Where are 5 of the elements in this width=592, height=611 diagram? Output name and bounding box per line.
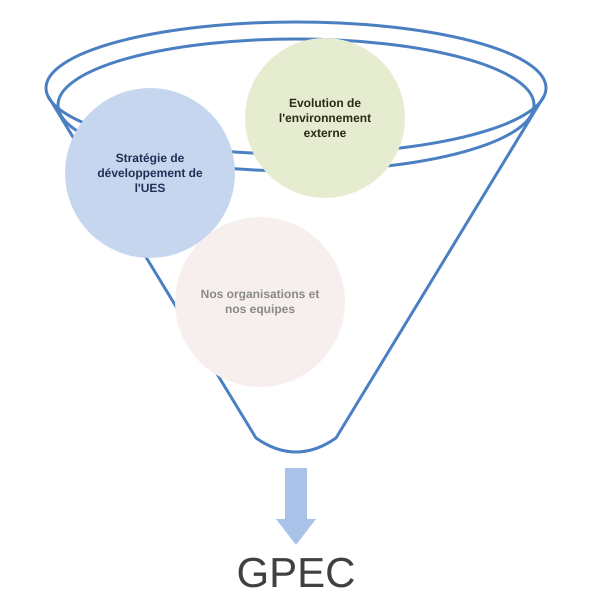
circle-label: Evolution de l'environnement externe — [278, 96, 372, 140]
result-label: GPEC — [196, 545, 396, 601]
circle-label: Nos organisations et nos equipes — [200, 287, 320, 317]
block-arrow — [276, 468, 316, 545]
circle-label: Stratégie de développement de l'UES — [96, 150, 204, 196]
